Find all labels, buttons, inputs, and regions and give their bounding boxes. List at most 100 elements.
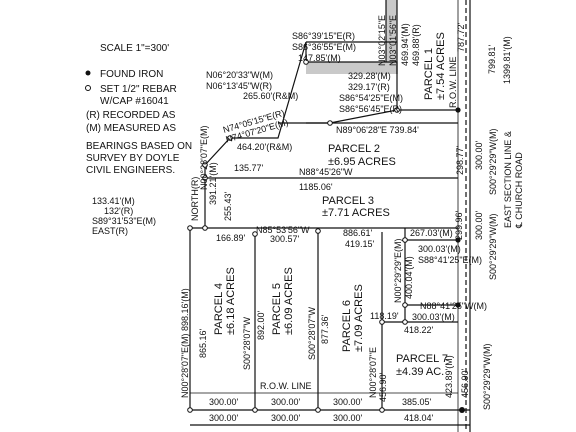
bearing-label: N00°28'07"E(M) — [199, 125, 209, 190]
distance-label: 300.00' — [474, 210, 484, 240]
distance-label: 1399.81'(M) — [502, 36, 512, 84]
parcel-7-name: PARCEL 7 — [396, 353, 448, 365]
distance-label: 329.17'(R) — [348, 82, 390, 92]
distance-label: 300.03'(M) — [418, 244, 461, 254]
distance-label: 865.16' — [198, 328, 208, 358]
rebar-marker — [202, 162, 208, 168]
parcel-4-name: PARCEL 4 — [213, 283, 225, 335]
found-iron-marker — [455, 302, 461, 308]
distance-label: 118.19' — [370, 311, 399, 321]
parcel-2-name: PARCEL 2 — [328, 143, 380, 155]
rebar-marker — [202, 175, 208, 181]
bearing-label: N00°28'07"E — [368, 347, 378, 398]
distance-label: 300.00' — [333, 413, 363, 423]
distance-label: 456.90' — [378, 372, 388, 402]
bearings-note-line: CIVIL ENGINEERS. — [86, 165, 175, 176]
bearing-label: N03°01'56"E — [388, 15, 398, 66]
bearing-label: N88°45'26"W — [299, 167, 353, 177]
rebar-marker — [227, 135, 233, 141]
bearing-label: S86°54'25"E(M) — [339, 93, 403, 103]
distance-label: 418.04' — [404, 413, 434, 423]
distance-label: 469.94'(M) — [400, 23, 410, 66]
bearing-label: S00°29'29"W(M) — [488, 128, 498, 195]
distance-label: 132'(R) — [104, 206, 133, 216]
bearings-note-line: SURVEY BY DOYLE — [86, 153, 180, 164]
parcel-1-area: ±7.54 ACRES — [435, 32, 447, 100]
rebar-marker — [402, 237, 408, 243]
legend-recorded: (R) RECORDED AS — [86, 110, 176, 121]
distance-label: 133.41'(M) — [92, 196, 135, 206]
parcel-3-area: ±7.71 ACRES — [322, 207, 390, 219]
bearing-label: S86°56'45"E(R) — [339, 104, 402, 114]
rebar-marker — [252, 407, 258, 413]
found-iron-marker — [455, 237, 461, 243]
distance-label: 255.43' — [223, 191, 233, 221]
church-road-label: ℄ CHURCH ROAD — [514, 152, 524, 229]
rebar-marker — [315, 228, 321, 234]
bearing-label: EAST(R) — [92, 226, 128, 236]
distance-label: 329.28'(M) — [348, 71, 391, 81]
row-line-south-label: R.O.W. LINE — [260, 381, 312, 391]
scale-label: SCALE 1"=300' — [100, 43, 169, 54]
rebar-marker — [379, 319, 385, 325]
bearing-label: N89°06'28"E 739.84' — [336, 125, 419, 135]
distance-label: 418.22' — [404, 325, 434, 335]
distance-label: 299.96' — [454, 210, 464, 240]
distance-label: 300.00' — [333, 397, 363, 407]
bearing-label: S88°41'25"E(M) — [418, 255, 482, 265]
distance-label: 300.00' — [209, 413, 239, 423]
bearing-label: S89°31'53"E(M) — [92, 216, 156, 226]
bearings-note-line: BEARINGS BASED ON — [86, 141, 192, 152]
bearing-label: N06°13'45"W(R) — [206, 81, 272, 91]
legend-set-rebar: SET 1/2" REBAR — [100, 84, 177, 95]
parcel-2-area: ±6.95 ACRES — [328, 156, 396, 168]
distance-label: 464.20'(R&M) — [237, 142, 292, 152]
distance-label: 300.03'(M) — [412, 312, 455, 322]
parcel-1-name: PARCEL 1 — [423, 48, 435, 100]
row-line-east-label: R.O.W. LINE — [448, 56, 458, 108]
distance-label: 300.00' — [271, 413, 301, 423]
rebar-marker — [187, 225, 193, 231]
rebar-marker — [202, 225, 208, 231]
bearing-label: N00°28'07"E(M) 898.16'(M) — [180, 288, 190, 398]
distance-label: 1185.06' — [299, 182, 333, 192]
bearing-label: NORTH(R) — [190, 177, 200, 221]
bearing-label: S00°29'29"W(M) — [482, 343, 492, 410]
distance-label: 135.77' — [234, 163, 264, 173]
bearing-label: S86°36'55"E(M) — [292, 42, 356, 52]
parcel-5-area: ±6.09 ACRES — [283, 267, 295, 335]
bearing-label: S00°28'07"W — [242, 316, 252, 370]
distance-label: 300.57' — [270, 234, 300, 244]
bearing-label: N00°29'29"E(M) — [393, 238, 403, 303]
road-strip-gray-lower — [306, 62, 397, 74]
rebar-marker — [402, 302, 408, 308]
bearing-label: N88°41'25"W(M) — [420, 301, 487, 311]
found-iron-symbol-icon — [85, 70, 91, 76]
parcel-6-area: ±7.09 ACRES — [353, 284, 365, 352]
distance-label: 400.04'(M) — [404, 256, 414, 299]
bearing-label: N03°02'15"E — [377, 15, 387, 66]
parcel-4-area: ±6.18 ACRES — [225, 267, 237, 335]
rebar-marker — [315, 407, 321, 413]
distance-label: 469.88'(R) — [411, 24, 421, 66]
found-iron-marker — [455, 107, 461, 113]
distance-label: 300.00' — [474, 140, 484, 170]
distance-label: 300.00' — [271, 397, 301, 407]
legend-found-iron: FOUND IRON — [100, 69, 163, 80]
distance-label: 456.90' — [460, 368, 470, 398]
rebar-marker — [379, 407, 385, 413]
bearing-label: N06°20'33"W(M) — [206, 70, 273, 80]
distance-label: 300.00' — [209, 397, 239, 407]
parcel-7-area: ±4.39 AC. — [396, 366, 444, 378]
parcel-5-name: PARCEL 5 — [271, 283, 283, 335]
east-section-label: EAST SECTION LINE & — [503, 131, 513, 228]
distance-label: 265.60'(R&M) — [243, 91, 298, 101]
parcel-2-boundary — [204, 41, 307, 178]
distance-label: 267.03'(M) — [410, 228, 453, 238]
rebar-symbol-icon — [85, 85, 91, 91]
distance-label: 385.05' — [402, 397, 432, 407]
legend-rebar-cap: W/CAP #16041 — [100, 96, 169, 107]
distance-label: 877.36' — [320, 314, 330, 344]
distance-label: 423.89'(M) — [444, 355, 454, 398]
bearing-label: S00°28'07"W — [307, 306, 317, 360]
